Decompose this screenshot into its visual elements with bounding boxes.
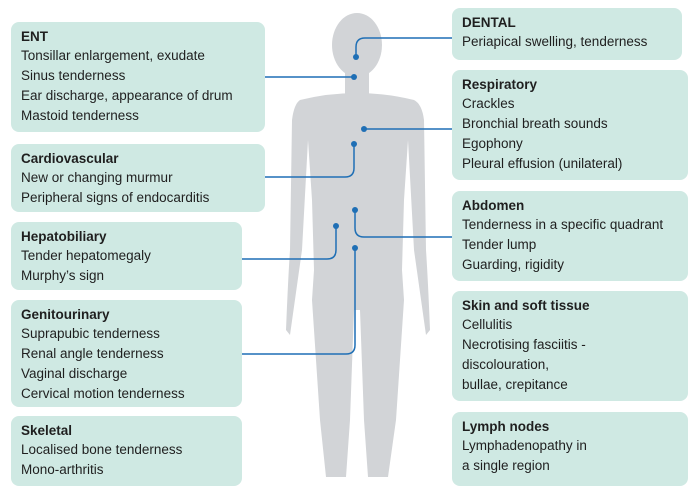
cardiovascular-item: Peripheral signs of endocarditis	[21, 188, 257, 208]
cardiovascular-dot	[351, 141, 357, 147]
hepatobiliary-item: Murphy’s sign	[21, 266, 234, 286]
ent-item: Sinus tenderness	[21, 66, 257, 86]
genitourinary-item: Vaginal discharge	[21, 364, 234, 384]
ent-dot	[351, 74, 357, 80]
cardiovascular-item: New or changing murmur	[21, 168, 257, 188]
skin-soft-tissue-item: discolouration,	[462, 355, 680, 375]
hepatobiliary-title: Hepatobiliary	[21, 228, 234, 245]
ent-item: Mastoid tenderness	[21, 106, 257, 126]
abdomen-item: Tenderness in a specific quadrant	[462, 215, 680, 235]
abdomen-item: Tender lump	[462, 235, 680, 255]
respiratory-box: Respiratory Crackles Bronchial breath so…	[452, 70, 688, 180]
skin-soft-tissue-box: Skin and soft tissue Cellulitis Necrotis…	[452, 291, 688, 401]
respiratory-title: Respiratory	[462, 76, 680, 93]
dental-box: DENTAL Periapical swelling, tenderness	[452, 8, 682, 60]
skin-soft-tissue-item: Necrotising fasciitis -	[462, 335, 680, 355]
ent-title: ENT	[21, 28, 257, 45]
respiratory-item: Crackles	[462, 94, 680, 114]
respiratory-item: Egophony	[462, 134, 680, 154]
hepatobiliary-box: Hepatobiliary Tender hepatomegaly Murphy…	[11, 222, 242, 290]
respiratory-item: Pleural effusion (unilateral)	[462, 154, 680, 174]
skeletal-title: Skeletal	[21, 422, 234, 439]
abdomen-title: Abdomen	[462, 197, 680, 214]
skin-soft-tissue-item: bullae, crepitance	[462, 375, 680, 395]
hepatobiliary-dot	[333, 223, 339, 229]
genitourinary-box: Genitourinary Suprapubic tenderness Rena…	[11, 300, 242, 407]
lymph-nodes-title: Lymph nodes	[462, 418, 680, 435]
abdomen-dot	[352, 207, 358, 213]
hepatobiliary-item: Tender hepatomegaly	[21, 246, 234, 266]
genitourinary-title: Genitourinary	[21, 306, 234, 323]
lymph-nodes-box: Lymph nodes Lymphadenopathy in a single …	[452, 412, 688, 486]
abdomen-box: Abdomen Tenderness in a specific quadran…	[452, 191, 688, 281]
ent-item: Tonsillar enlargement, exudate	[21, 46, 257, 66]
genitourinary-item: Cervical motion tenderness	[21, 384, 234, 404]
lymph-nodes-item: Lymphadenopathy in	[462, 436, 680, 456]
cardiovascular-box: Cardiovascular New or changing murmur Pe…	[11, 144, 265, 212]
ent-item: Ear discharge, appearance of drum	[21, 86, 257, 106]
genitourinary-item: Suprapubic tenderness	[21, 324, 234, 344]
genitourinary-item: Renal angle tenderness	[21, 344, 234, 364]
human-body-silhouette	[286, 13, 430, 477]
dental-item: Periapical swelling, tenderness	[462, 32, 674, 52]
dental-dot	[353, 54, 359, 60]
skin-soft-tissue-title: Skin and soft tissue	[462, 297, 680, 314]
genitourinary-dot	[352, 245, 358, 251]
lymph-nodes-item: a single region	[462, 456, 680, 476]
respiratory-dot	[361, 126, 367, 132]
abdomen-item: Guarding, rigidity	[462, 255, 680, 275]
ent-box: ENT Tonsillar enlargement, exudate Sinus…	[11, 22, 265, 132]
skeletal-item: Mono-arthritis	[21, 460, 234, 480]
skeletal-box: Skeletal Localised bone tenderness Mono-…	[11, 416, 242, 486]
dental-title: DENTAL	[462, 14, 674, 31]
respiratory-item: Bronchial breath sounds	[462, 114, 680, 134]
cardiovascular-title: Cardiovascular	[21, 150, 257, 167]
skeletal-item: Localised bone tenderness	[21, 440, 234, 460]
skin-soft-tissue-item: Cellulitis	[462, 315, 680, 335]
